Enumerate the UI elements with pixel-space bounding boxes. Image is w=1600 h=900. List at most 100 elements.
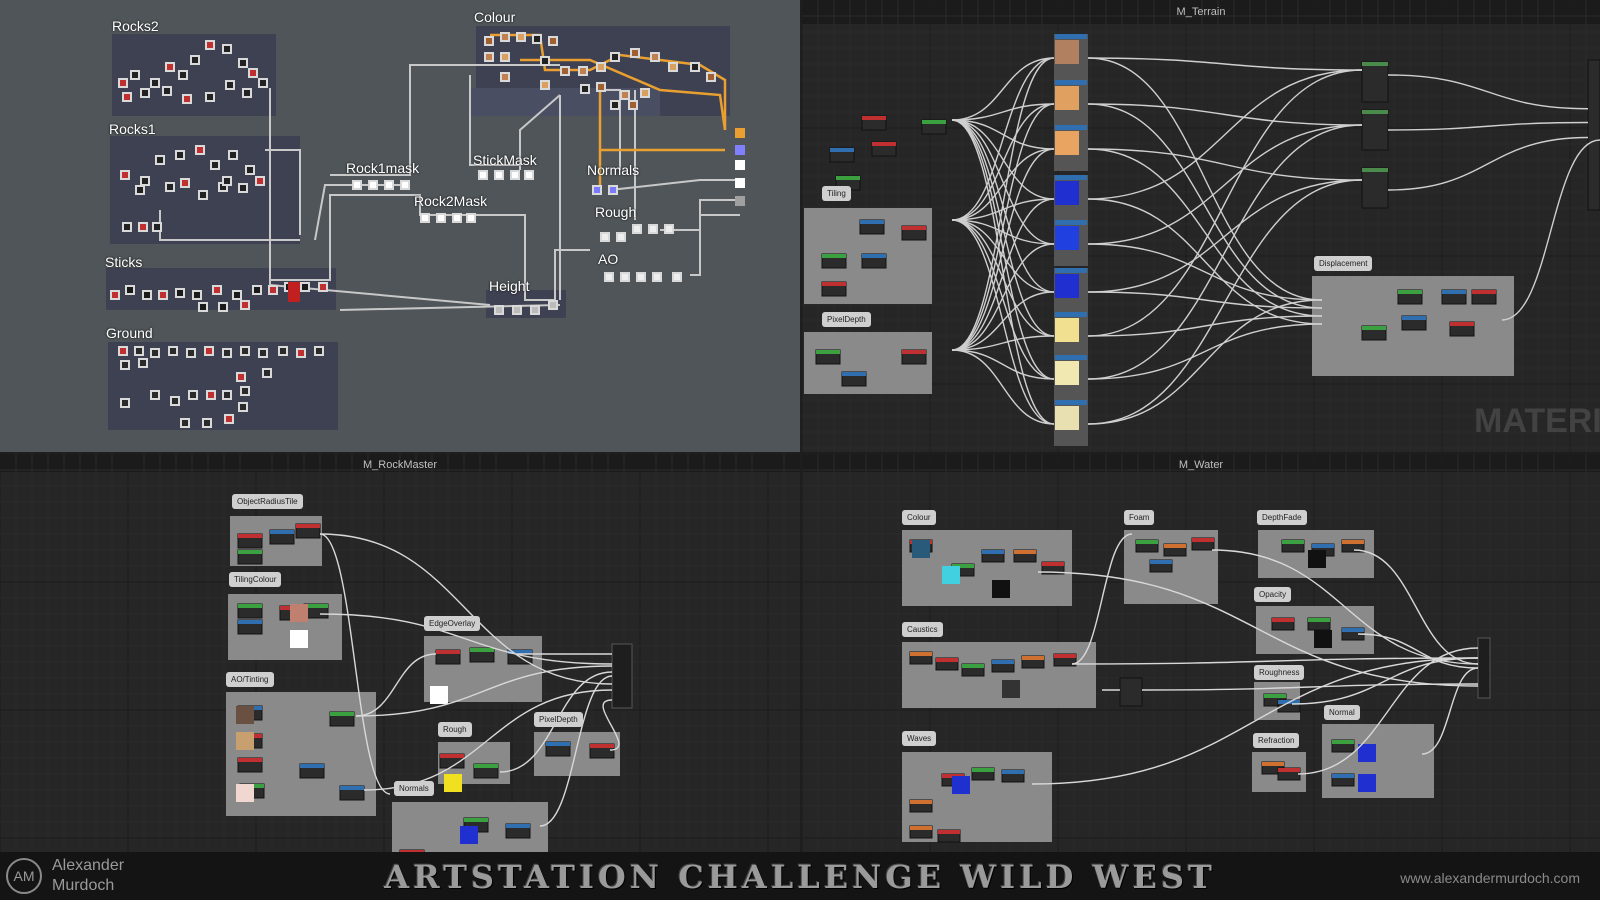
sd-node-thumb bbox=[180, 72, 186, 78]
sd-node-thumb bbox=[612, 102, 618, 108]
sd-node-thumb bbox=[122, 172, 128, 178]
texture-preview bbox=[1055, 406, 1079, 430]
material-output-node bbox=[1587, 59, 1600, 211]
label-height: Height bbox=[489, 278, 530, 294]
node-header bbox=[910, 800, 932, 804]
sd-node-thumb bbox=[127, 287, 133, 293]
sd-node-thumb bbox=[152, 392, 158, 398]
node-header bbox=[862, 116, 886, 120]
sd-node-thumb bbox=[632, 50, 638, 56]
water-comment-box bbox=[902, 642, 1096, 708]
comment-depthfade[interactable]: DepthFade bbox=[1257, 510, 1307, 525]
material-wire bbox=[1087, 198, 1323, 325]
group-label-sticks: Sticks bbox=[105, 254, 143, 270]
texture-preview bbox=[430, 686, 448, 704]
sd-node-thumb bbox=[200, 192, 206, 198]
texture-preview bbox=[290, 630, 308, 648]
sd-node-thumb bbox=[177, 290, 183, 296]
node-header bbox=[340, 786, 364, 790]
sd-node-thumb bbox=[197, 147, 203, 153]
m-terrain-panel[interactable]: M_Terrain Tiling PixelDepth Displacement… bbox=[802, 0, 1600, 452]
sd-node-thumb bbox=[502, 74, 508, 80]
node-header bbox=[936, 658, 958, 662]
node-header bbox=[1362, 326, 1386, 330]
node-header bbox=[1264, 694, 1286, 698]
substance-node-graph[interactable] bbox=[0, 0, 800, 452]
comment-pixeldepth[interactable]: PixelDepth bbox=[534, 712, 583, 727]
node-header bbox=[508, 650, 532, 654]
node-header bbox=[1042, 562, 1064, 566]
node-header bbox=[1312, 544, 1334, 548]
texture-preview bbox=[1055, 318, 1079, 342]
material-wire bbox=[1087, 179, 1363, 425]
node-header bbox=[982, 550, 1004, 554]
rockmaster-material-graph[interactable] bbox=[0, 454, 800, 852]
node-header bbox=[862, 254, 886, 258]
sd-node-thumb bbox=[224, 46, 230, 52]
wire bbox=[314, 184, 400, 241]
sd-node-thumb bbox=[206, 348, 212, 354]
sd-node-thumb bbox=[468, 215, 474, 221]
substance-graph-panel[interactable]: Rocks2 Rocks1 Sticks Ground Colour Rock1… bbox=[0, 0, 800, 452]
comment-caustics[interactable]: Caustics bbox=[902, 622, 943, 637]
sd-node-thumb bbox=[650, 226, 656, 232]
comment-foam[interactable]: Foam bbox=[1124, 510, 1155, 525]
comment-waves[interactable]: Waves bbox=[902, 731, 937, 746]
material-wire bbox=[1421, 667, 1479, 755]
sd-node-thumb bbox=[486, 38, 492, 44]
terrain-material-graph[interactable] bbox=[802, 0, 1600, 452]
sd-node-thumb bbox=[207, 94, 213, 100]
material-wire bbox=[951, 219, 1055, 380]
m-rockmaster-panel[interactable]: M_RockMaster ObjectRadiusTile TilingColo… bbox=[0, 454, 800, 852]
water-material-graph[interactable] bbox=[802, 454, 1600, 852]
sd-node-thumb bbox=[226, 416, 232, 422]
comment-edgeoverlay[interactable]: EdgeOverlay bbox=[424, 616, 481, 631]
comment-displacement[interactable]: Displacement bbox=[1314, 256, 1373, 271]
sd-node-thumb bbox=[622, 92, 628, 98]
node-header bbox=[1402, 316, 1426, 320]
wire bbox=[475, 214, 555, 301]
node-header bbox=[972, 768, 994, 772]
comment-rough[interactable]: Rough bbox=[438, 722, 472, 737]
comment-normal[interactable]: Normal bbox=[1324, 705, 1360, 720]
material-output-node bbox=[1477, 637, 1491, 699]
sd-node-thumb bbox=[606, 274, 612, 280]
sd-node-thumb bbox=[182, 180, 188, 186]
sd-node-thumb bbox=[598, 84, 604, 90]
node-header bbox=[296, 524, 320, 528]
sd-node-thumb bbox=[152, 80, 158, 86]
node-header bbox=[1055, 175, 1087, 180]
node-header bbox=[1362, 62, 1388, 66]
node-header bbox=[506, 824, 530, 828]
sd-node-thumb bbox=[708, 74, 714, 80]
sd-node-thumb bbox=[227, 82, 233, 88]
material-wire bbox=[951, 103, 1055, 221]
sd-node-thumb bbox=[280, 348, 286, 354]
comment-colour[interactable]: Colour bbox=[902, 510, 936, 525]
comment-tilingcolour[interactable]: TilingColour bbox=[229, 572, 282, 587]
sd-node-thumb bbox=[154, 224, 160, 230]
comment-ao-tinting[interactable]: AO/Tinting bbox=[226, 672, 274, 687]
material-wire bbox=[1087, 291, 1323, 309]
m-water-panel[interactable]: M_Water Colour Foam DepthFade Opacity Ca… bbox=[802, 454, 1600, 852]
material-wire bbox=[602, 699, 620, 751]
material-wire bbox=[1087, 57, 1323, 301]
comment-objectradiustile[interactable]: ObjectRadiusTile bbox=[232, 494, 303, 509]
author-first-name: Alexander bbox=[52, 857, 125, 874]
footer-bar: AM Alexander Murdoch ARTSTATION CHALLENG… bbox=[0, 852, 1600, 900]
sd-node-thumb bbox=[152, 350, 158, 356]
comment-pixeldepth[interactable]: PixelDepth bbox=[822, 312, 871, 327]
texture-preview bbox=[1055, 181, 1079, 205]
comment-tiling[interactable]: Tiling bbox=[822, 186, 851, 201]
material-wire bbox=[1087, 299, 1323, 425]
material-output-node bbox=[611, 643, 633, 709]
comment-normals[interactable]: Normals bbox=[394, 781, 434, 796]
comment-refraction[interactable]: Refraction bbox=[1253, 733, 1300, 748]
comment-opacity[interactable]: Opacity bbox=[1254, 587, 1292, 602]
node-header bbox=[830, 148, 854, 152]
comment-roughness[interactable]: Roughness bbox=[1254, 665, 1305, 680]
node-header bbox=[1055, 268, 1087, 273]
sd-node-thumb bbox=[242, 348, 248, 354]
sd-node-thumb bbox=[208, 392, 214, 398]
sd-node-thumb bbox=[142, 178, 148, 184]
